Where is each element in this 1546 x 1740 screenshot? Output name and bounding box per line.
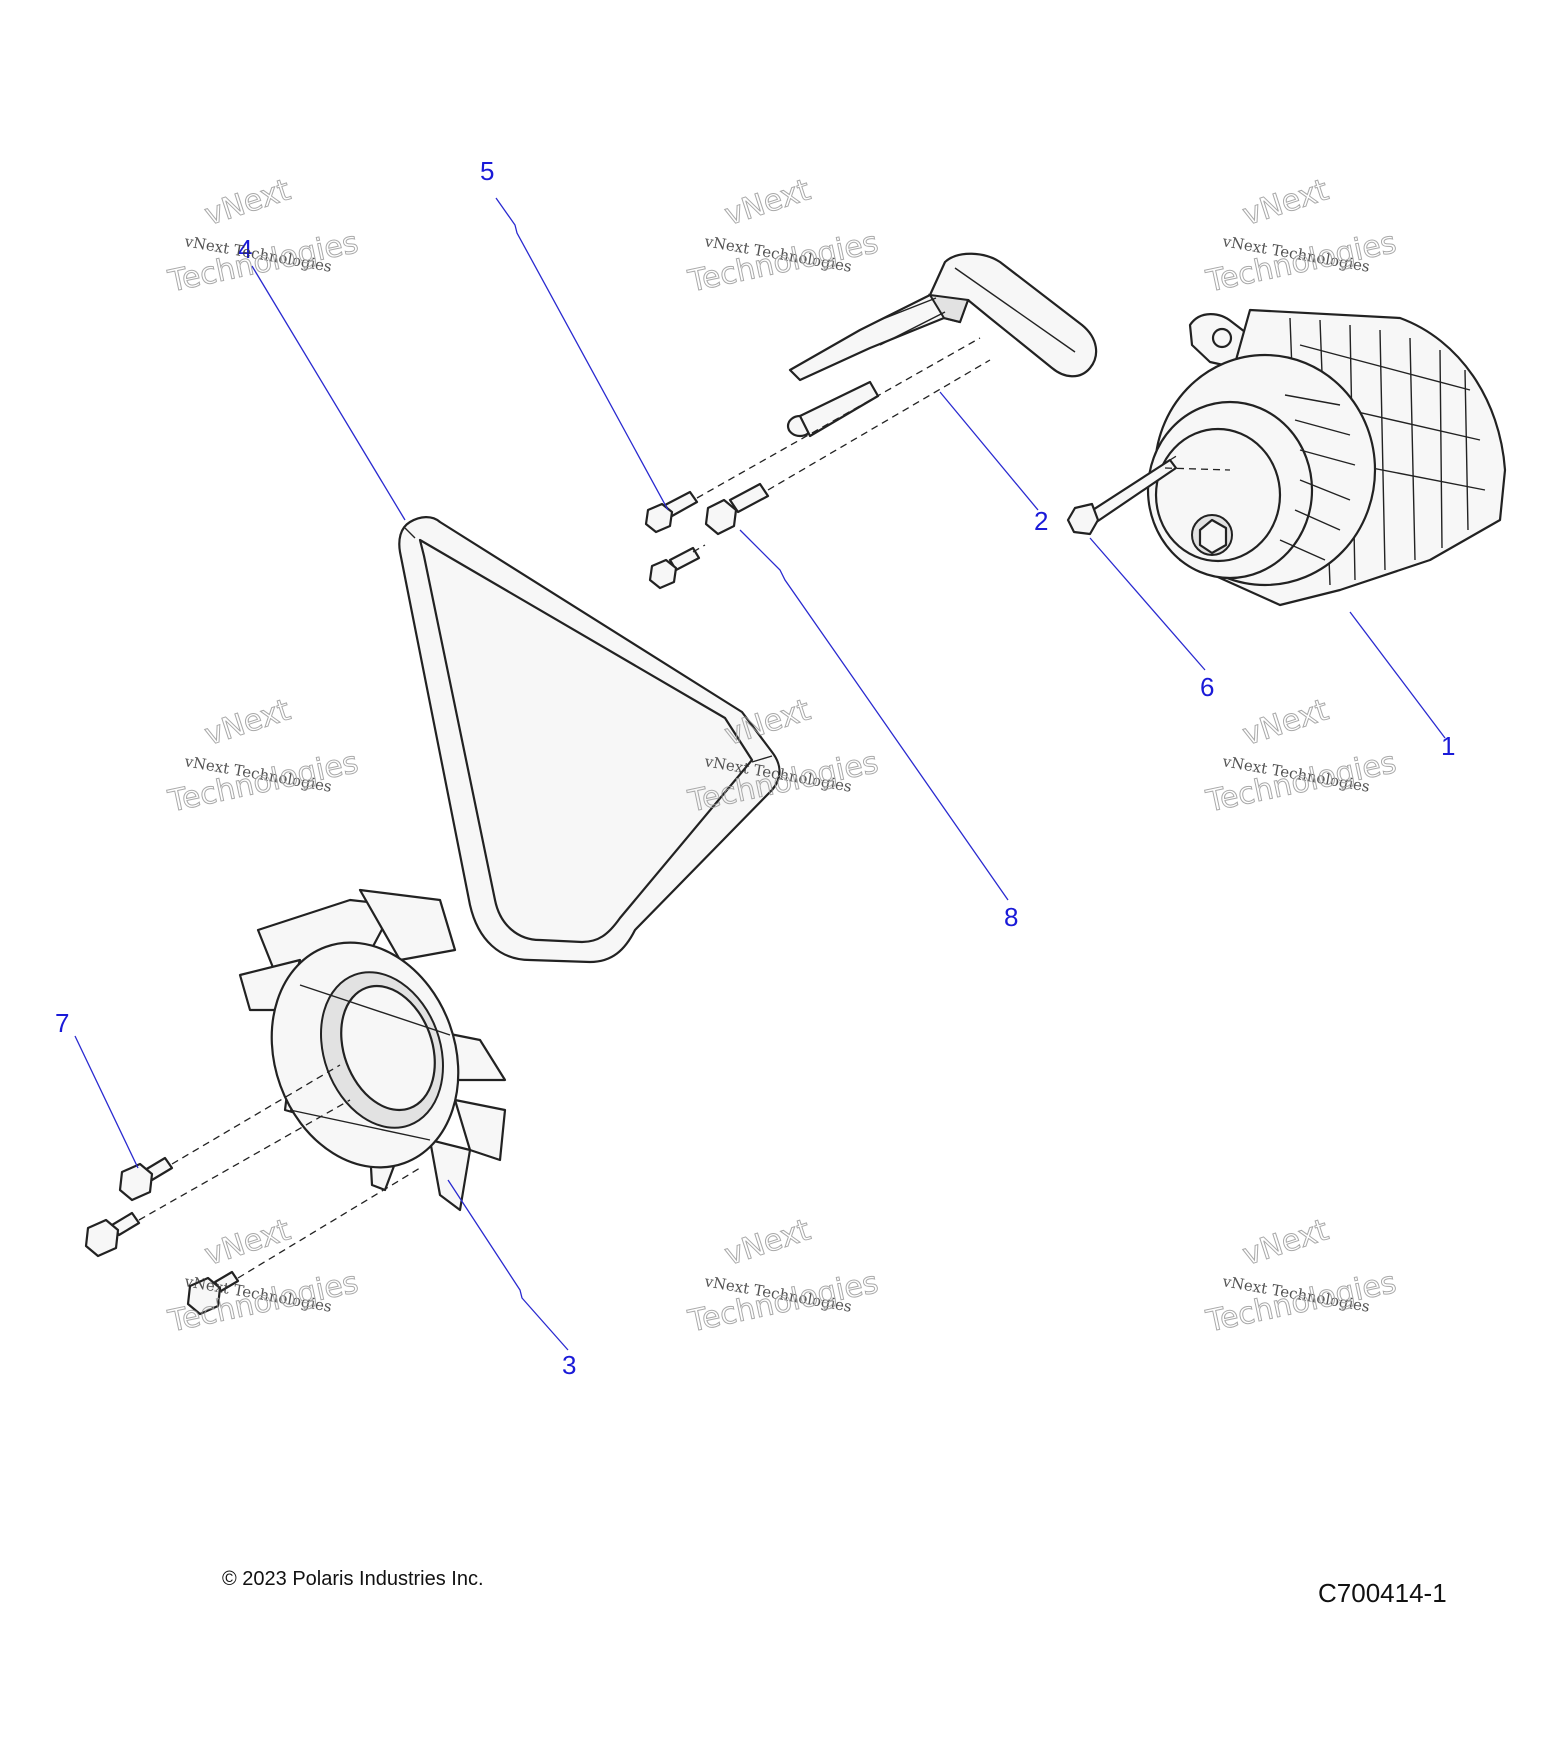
watermark: vNext Technologies vNext Technologies bbox=[684, 172, 882, 300]
alternator bbox=[1066, 308, 1507, 607]
bolt-5b bbox=[648, 546, 701, 590]
drive-belt bbox=[398, 516, 781, 964]
cooling-fan bbox=[238, 888, 507, 1212]
callout-4: 4 bbox=[238, 234, 252, 264]
figure-id: C700414-1 bbox=[1318, 1578, 1447, 1608]
callout-6: 6 bbox=[1200, 672, 1214, 702]
bolt-7c bbox=[186, 1270, 240, 1316]
svg-text:vNext: vNext bbox=[720, 692, 814, 752]
svg-text:vNext: vNext bbox=[200, 1212, 294, 1272]
svg-text:vNext: vNext bbox=[1238, 692, 1332, 752]
svg-text:vNext: vNext bbox=[200, 692, 294, 752]
callout-5: 5 bbox=[480, 156, 494, 186]
bolt-5 bbox=[644, 490, 699, 534]
callout-3: 3 bbox=[562, 1350, 576, 1380]
watermark: vNext Technologies vNext Technologies bbox=[164, 172, 362, 300]
bolt-7a bbox=[118, 1156, 174, 1202]
svg-text:vNext: vNext bbox=[1238, 1212, 1332, 1272]
copyright-notice: © 2023 Polaris Industries Inc. bbox=[222, 1568, 484, 1590]
svg-text:vNext: vNext bbox=[720, 1212, 814, 1272]
leader-lines bbox=[74, 197, 1446, 1351]
bolt-8 bbox=[704, 482, 770, 536]
watermark: vNext Technologies vNext Technologies bbox=[1202, 692, 1400, 820]
watermark: vNext Technologies vNext Technologies bbox=[1202, 172, 1400, 300]
alternator-bracket bbox=[786, 252, 1098, 438]
watermark: vNext Technologies vNext Technologies bbox=[164, 1212, 362, 1340]
callout-labels: 1 2 3 4 5 6 7 8 bbox=[55, 156, 1455, 1380]
svg-text:vNext: vNext bbox=[200, 172, 294, 232]
watermark: vNext Technologies vNext Technologies bbox=[164, 692, 362, 820]
watermark: vNext Technologies vNext Technologies bbox=[684, 1212, 882, 1340]
watermark: vNext Technologies vNext Technologies bbox=[1202, 1212, 1400, 1340]
callout-2: 2 bbox=[1034, 506, 1048, 536]
svg-text:vNext: vNext bbox=[1238, 172, 1332, 232]
callout-1: 1 bbox=[1441, 731, 1455, 761]
bolt-7b bbox=[84, 1211, 141, 1258]
callout-8: 8 bbox=[1004, 902, 1018, 932]
callout-7: 7 bbox=[55, 1008, 69, 1038]
svg-text:vNext: vNext bbox=[720, 172, 814, 232]
assembly-lines bbox=[138, 337, 1231, 1279]
